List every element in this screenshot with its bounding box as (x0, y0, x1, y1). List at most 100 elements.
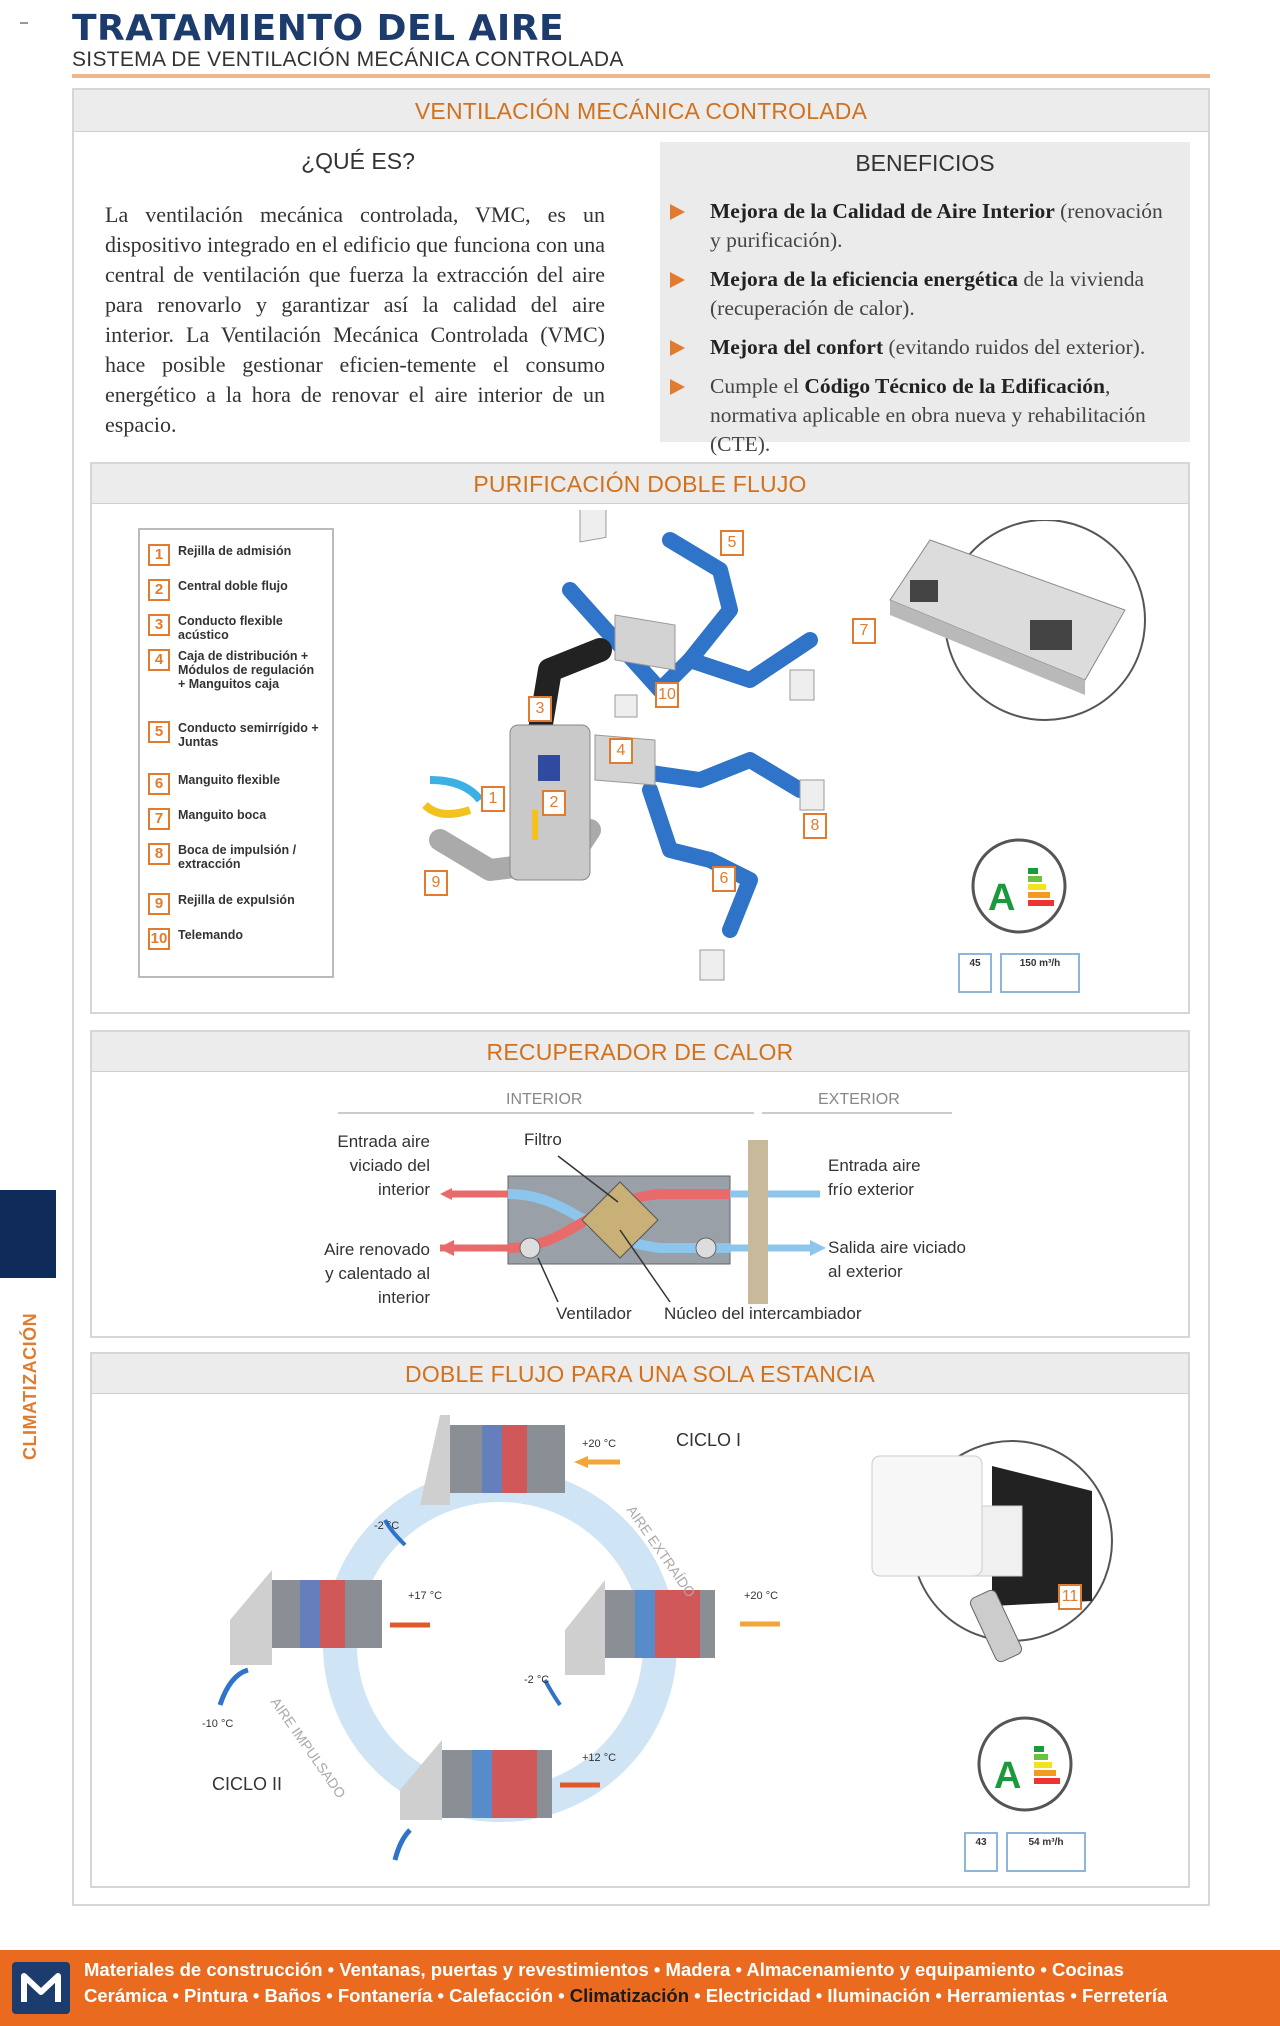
temp-label: -2 °C (374, 1520, 400, 1532)
unit-bottom (400, 1740, 552, 1820)
label-entrada-frio: Entrada aire frío exterior (828, 1156, 921, 1199)
heat-recovery-diagram (440, 1140, 826, 1304)
tag-4: 4 (609, 738, 633, 764)
intake-arrow (429, 776, 484, 803)
label-salida-viciado: Salida aire viciado al exterior (828, 1238, 966, 1281)
ventilation-system-illustration (422, 510, 825, 981)
label-nucleo: Núcleo del intercambiador (664, 1304, 862, 1323)
single-room-unit-zoom (871, 1440, 1113, 1663)
fan-icon (695, 1237, 717, 1259)
duct-7 (682, 632, 818, 688)
interior-label: INTERIOR (506, 1091, 583, 1108)
section-heading-doble-flujo: PURIFICACIÓN DOBLE FLUJO (92, 464, 1188, 504)
duct-8 (622, 752, 808, 798)
tag-8: 8 (803, 813, 827, 839)
exterior-rule (762, 1112, 952, 1114)
page-mark (20, 22, 28, 24)
tag-7: 7 (852, 618, 876, 644)
benefits-panel: BENEFICIOS Mejora de la Calidad de Aire … (660, 142, 1190, 456)
panel-doble-flujo: PURIFICACIÓN DOBLE FLUJO (90, 462, 1190, 1014)
wall (748, 1140, 768, 1304)
energy-label-icon: A (971, 838, 1067, 934)
ciclo-2-label: CICLO II (212, 1774, 283, 1794)
footer-categories: Materiales de construcción • Ventanas, p… (84, 1957, 1210, 2009)
section-heading-recuperador: RECUPERADOR DE CALOR (92, 1032, 1188, 1072)
side-section-label: CLIMATIZACIÓN (20, 1312, 40, 1460)
single-room-cycle-diagram (217, 1415, 780, 1861)
noise-badge: 45 (958, 953, 992, 993)
grille-7 (789, 669, 815, 701)
tag-1: 1 (481, 786, 505, 812)
ciclo-1-label: CICLO I (676, 1430, 742, 1450)
footer-line-2: Cerámica • Pintura • Baños • Fontanería … (84, 1985, 1168, 2006)
temp-label: -2 °C (524, 1674, 550, 1686)
tag-9: 9 (424, 870, 448, 896)
temp-label: +20 °C (744, 1590, 779, 1602)
benefits-title: BENEFICIOS (855, 150, 995, 176)
section-heading-sola-estancia: DOBLE FLUJO PARA UNA SOLA ESTANCIA (92, 1354, 1188, 1394)
footer-active-category: Climatización (569, 1985, 690, 2006)
exterior-label: EXTERIOR (818, 1091, 900, 1108)
exchanger-core (581, 1181, 659, 1259)
section-heading-vmc: VENTILACIÓN MECÁNICA CONTROLADA (74, 90, 1208, 132)
distribution-box (614, 614, 676, 671)
unit-left (230, 1570, 382, 1665)
benefit-item: Mejora de la Calidad de Aire Interior (r… (660, 197, 1172, 255)
unit-top (420, 1415, 565, 1505)
flow-badge: 150 m³/h (1000, 953, 1080, 993)
tag-2: 2 (542, 790, 566, 816)
unit-right (565, 1580, 715, 1675)
svg-text:A: A (988, 877, 1015, 919)
temp-label: +17 °C (408, 1590, 443, 1602)
energy-label-icon: A (977, 1716, 1073, 1812)
tag-11: 11 (1058, 1584, 1082, 1610)
benefit-item: Mejora de la eficiencia energética de la… (660, 265, 1172, 323)
central-unit-zoom (889, 520, 1146, 721)
page-subtitle: SISTEMA DE VENTILACIÓN MECÁNICA CONTROLA… (72, 48, 624, 71)
panel-recuperador: RECUPERADOR DE CALOR (90, 1030, 1190, 1338)
grille-6 (699, 949, 725, 981)
grille-8 (799, 779, 825, 811)
remote-icon (969, 1589, 1023, 1663)
side-tab (0, 1190, 56, 1278)
footer-bar (0, 1950, 1280, 2026)
duct-5 (562, 532, 738, 698)
temp-label: -10 °C (202, 1718, 234, 1730)
tag-3: 3 (528, 696, 552, 722)
duct-6 (642, 782, 758, 938)
brand-logo-icon (12, 1962, 70, 2014)
label-filtro: Filtro (524, 1130, 562, 1149)
temp-label: +20 °C (582, 1438, 617, 1450)
benefit-item: Mejora del confort (evitando ruidos del … (660, 333, 1172, 362)
content-frame (72, 88, 1210, 1906)
footer-line-1: Materiales de construcción • Ventanas, p… (84, 1959, 1124, 1980)
noise-badge: 43 (964, 1832, 998, 1872)
label-aire-renovado: Aire renovado y calentado al interior (324, 1240, 430, 1307)
label-ventilador: Ventilador (556, 1304, 632, 1323)
remote-10 (614, 694, 638, 718)
flow-badge: 54 m³/h (1006, 1832, 1086, 1872)
header-divider (72, 74, 1210, 78)
label-entrada-viciado: Entrada aire viciado del interior (337, 1132, 430, 1199)
svg-text:A: A (994, 1755, 1021, 1797)
tag-6: 6 (712, 866, 736, 892)
what-title: ¿QUÉ ES? (301, 148, 415, 174)
exhaust-arrow (422, 801, 472, 818)
interior-rule (338, 1112, 754, 1114)
grille-5 (579, 510, 607, 543)
central-unit-panel (538, 755, 560, 781)
what-text: La ventilación mecánica controlada, VMC,… (105, 202, 605, 437)
benefit-item: Cumple el Código Técnico de la Edificaci… (660, 372, 1172, 459)
fan-icon (519, 1237, 541, 1259)
